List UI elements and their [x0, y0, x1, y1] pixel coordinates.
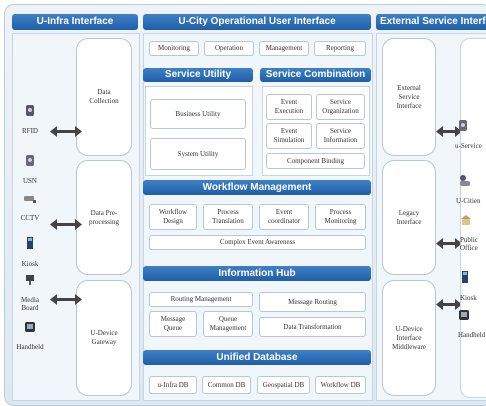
- media-board-icon: [26, 275, 34, 285]
- device-rfid: RFID: [0, 96, 60, 135]
- arrow-icon: [436, 299, 462, 310]
- device-public-office: Public Office: [446, 206, 486, 252]
- workflow-db-box: Workflow DB: [315, 376, 366, 394]
- device-u-citien: U-Citien: [446, 166, 486, 205]
- tab-management[interactable]: Management: [259, 41, 309, 56]
- event-execution-box: Event Execution: [266, 94, 312, 120]
- header-u-infra-interface: U-Infra Interface: [12, 14, 138, 30]
- public-office-icon: [461, 215, 471, 225]
- complex-event-awareness-box: Complex Event Awareness: [149, 235, 366, 250]
- tab-reporting[interactable]: Reporting: [314, 41, 366, 56]
- external-service-interface-block: External Service Interface: [382, 38, 436, 156]
- handheld-icon: [25, 322, 35, 332]
- u-device-gateway-block: U-Device Gateway: [76, 280, 132, 396]
- message-routing-box: Message Routing: [259, 292, 366, 312]
- device-u-service: u-Service: [446, 111, 486, 150]
- process-monitoring-box: Process Monitoring: [315, 204, 366, 230]
- device-label: Kiosk: [21, 260, 39, 268]
- device-label: Handheld: [458, 331, 486, 339]
- device-label: USN: [22, 177, 37, 185]
- device-label: RFID: [22, 127, 38, 135]
- device-usn: USN: [0, 146, 60, 185]
- header-service-combination: Service Combination: [260, 68, 371, 82]
- tab-monitoring[interactable]: Monitoring: [149, 41, 199, 56]
- arrow-icon: [50, 294, 82, 305]
- device-label: U-Citien: [456, 197, 481, 205]
- header-external-service-interface: External Service Interface: [376, 14, 486, 30]
- system-utility-box: System Utility: [150, 138, 246, 170]
- message-queue-box: Message Queue: [149, 311, 197, 337]
- geospatial-db-box: Geospatial DB: [257, 376, 310, 394]
- device-label: Kiosk: [460, 294, 477, 302]
- right-arrows: [436, 126, 462, 310]
- data-preprocessing-block: Data Pre- processing: [76, 160, 132, 275]
- common-db-box: Common DB: [202, 376, 251, 394]
- arrow-icon: [436, 126, 462, 137]
- queue-management-box: Queue Management: [203, 311, 253, 337]
- arrow-icon: [50, 219, 82, 230]
- routing-management-box: Routing Management: [149, 292, 253, 307]
- device-handheld-right: Handheld: [446, 301, 486, 339]
- data-collection-block: Data Collection: [76, 38, 132, 156]
- header-service-utility: Service Utility: [143, 68, 253, 82]
- device-label: u-Service: [455, 142, 482, 150]
- device-kiosk-right: Kiosk: [446, 262, 486, 302]
- device-label: Media Board: [21, 296, 39, 312]
- device-kiosk: Kiosk: [0, 228, 60, 268]
- u-device-interface-middleware-block: U-Device Interface Middleware: [382, 280, 436, 396]
- kiosk-icon: [462, 271, 468, 283]
- rfid-icon: [26, 105, 34, 116]
- cctv-icon: [24, 196, 36, 203]
- workflow-design-box: Workflow Design: [149, 204, 197, 230]
- business-utility-box: Business Utility: [150, 99, 246, 129]
- u-citizen-icon: [460, 175, 470, 186]
- header-ucity-operational-ui: U-City Operational User Interface: [143, 14, 371, 30]
- header-workflow-management: Workflow Management: [143, 180, 371, 195]
- event-simulation-box: Event Simulation: [266, 123, 312, 149]
- left-arrows: [50, 126, 82, 305]
- arrow-icon: [436, 238, 462, 249]
- header-information-hub: Information Hub: [143, 266, 371, 281]
- event-coordinator-box: Event coordinator: [259, 204, 309, 230]
- service-organization-box: Service Organization: [316, 94, 365, 120]
- device-handheld: Handheld: [0, 313, 60, 351]
- usn-icon: [26, 155, 34, 166]
- device-label: Handheld: [16, 343, 44, 351]
- handheld-icon: [459, 310, 469, 320]
- u-infra-db-box: u-Infra DB: [149, 376, 197, 394]
- u-service-icon: [459, 120, 467, 131]
- component-binding-box: Component Binding: [266, 153, 365, 169]
- legacy-interface-block: Legacy Interface: [382, 160, 436, 275]
- process-translation-box: Process Translation: [203, 204, 253, 230]
- tab-operation[interactable]: Operation: [204, 41, 254, 56]
- kiosk-icon: [27, 237, 33, 249]
- device-media-board: Media Board: [0, 266, 60, 312]
- device-cctv: CCTV: [0, 186, 60, 222]
- header-unified-database: Unified Database: [143, 350, 371, 365]
- device-label: Public Office: [460, 236, 478, 252]
- arrow-icon: [50, 126, 82, 137]
- data-transformation-box: Data Transformation: [259, 317, 366, 337]
- device-label: CCTV: [20, 214, 40, 222]
- service-information-box: Service Information: [316, 123, 365, 149]
